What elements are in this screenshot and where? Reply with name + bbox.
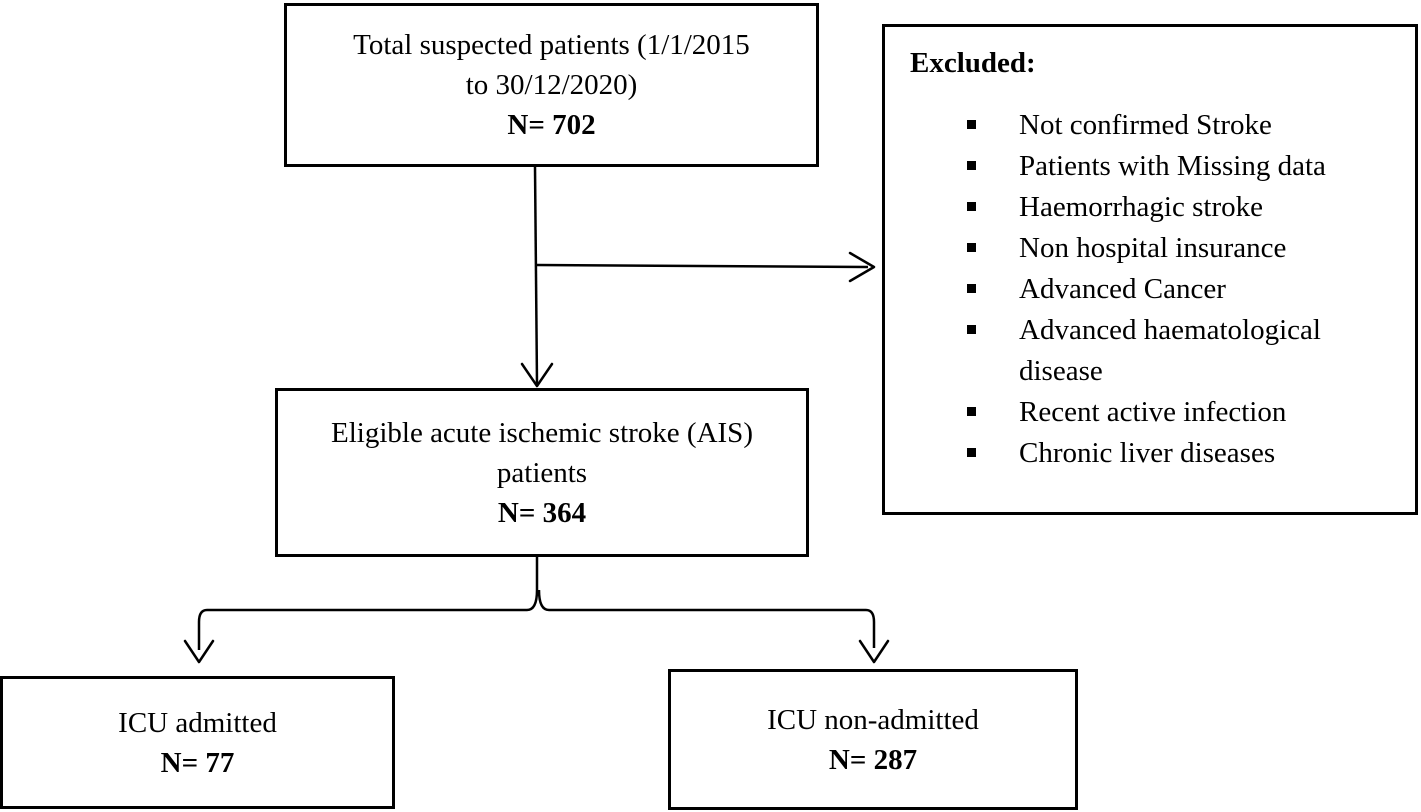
- connector-to-excluded: [536, 263, 869, 269]
- excluded-item: Advanced haematological disease: [885, 310, 1415, 392]
- excluded-title: Excluded:: [910, 47, 1036, 79]
- bullet-icon: [967, 407, 976, 416]
- connector-split-right: [537, 589, 876, 648]
- icu-non-admitted-box: ICU non-admitted N= 287: [668, 669, 1078, 810]
- icu-admitted-box: ICU admitted N= 77: [0, 676, 395, 809]
- eligible-patients-label-line1: Eligible acute ischemic stroke (AIS): [331, 416, 753, 449]
- excluded-item-label: Not confirmed Stroke: [1019, 109, 1272, 141]
- excluded-item-label: Advanced Cancer: [1019, 273, 1226, 305]
- bullet-icon: [967, 120, 976, 129]
- icu-admitted-label: ICU admitted: [118, 706, 277, 739]
- excluded-item: Recent active infection: [885, 392, 1415, 433]
- arrowhead-excluded: [848, 251, 876, 283]
- excluded-item: Not confirmed Stroke: [885, 105, 1415, 146]
- eligible-patients-count: N= 364: [497, 496, 587, 529]
- bullet-icon: [967, 161, 976, 170]
- excluded-list: Not confirmed Stroke Patients with Missi…: [885, 105, 1415, 474]
- total-patients-box: Total suspected patients (1/1/2015 to 30…: [284, 3, 819, 167]
- total-patients-label-line1: Total suspected patients (1/1/2015: [353, 29, 750, 61]
- excluded-item-label: Advanced haematological disease: [1019, 314, 1321, 387]
- bullet-icon: [967, 284, 976, 293]
- excluded-item-label: Chronic liver diseases: [1019, 437, 1276, 469]
- connector-total-to-eligible: [533, 166, 539, 385]
- arrowhead-icu-admitted: [183, 639, 215, 664]
- icu-non-admitted-count: N= 287: [828, 743, 918, 776]
- excluded-item-label: Patients with Missing data: [1019, 150, 1326, 182]
- excluded-item: Non hospital insurance: [885, 228, 1415, 269]
- bullet-icon: [967, 325, 976, 334]
- excluded-item: Patients with Missing data: [885, 146, 1415, 187]
- excluded-item-label: Haemorrhagic stroke: [1019, 191, 1263, 223]
- connector-split-bracket: [197, 557, 539, 650]
- icu-admitted-count: N= 77: [160, 746, 235, 779]
- bullet-icon: [967, 243, 976, 252]
- total-patients-count: N= 702: [507, 109, 596, 141]
- excluded-item: Haemorrhagic stroke: [885, 187, 1415, 228]
- total-patients-label-line2: to 30/12/2020): [465, 69, 638, 101]
- eligible-patients-box: Eligible acute ischemic stroke (AIS) pat…: [275, 388, 809, 557]
- bullet-icon: [967, 202, 976, 211]
- icu-non-admitted-label: ICU non-admitted: [767, 703, 979, 736]
- excluded-item: Advanced Cancer: [885, 269, 1415, 310]
- excluded-box: Excluded: Not confirmed Stroke Patients …: [882, 24, 1418, 515]
- excluded-item-label: Non hospital insurance: [1019, 232, 1287, 264]
- bullet-icon: [967, 448, 976, 457]
- excluded-item: Chronic liver diseases: [885, 433, 1415, 474]
- arrowhead-eligible: [520, 362, 554, 388]
- excluded-item-label: Recent active infection: [1019, 396, 1287, 428]
- arrowhead-icu-non-admitted: [858, 639, 890, 664]
- eligible-patients-label-line2: patients: [496, 456, 588, 489]
